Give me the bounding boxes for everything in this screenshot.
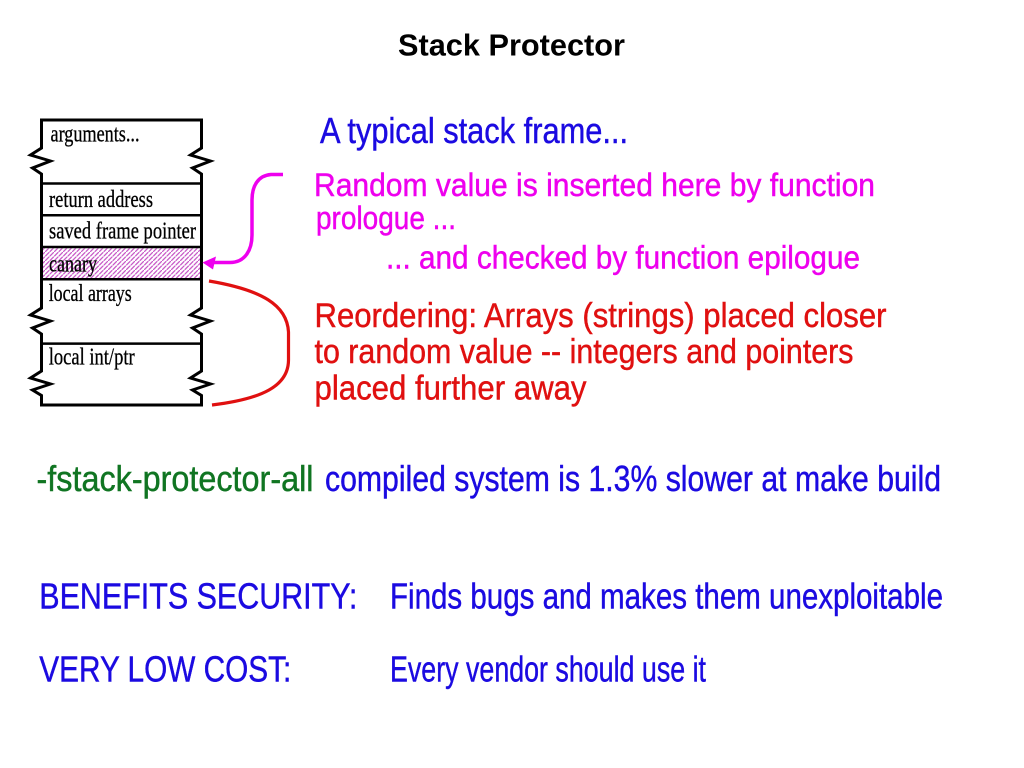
svg-text:VERY LOW COST:: VERY LOW COST: [39,649,291,690]
svg-text:Random value is inserted here: Random value is inserted here by functio… [314,167,875,203]
svg-text:placed further away: placed further away [315,370,587,408]
svg-text:BENEFITS SECURITY:: BENEFITS SECURITY: [39,576,357,617]
svg-text:local int/ptr: local int/ptr [49,345,135,371]
svg-text:saved frame pointer: saved frame pointer [49,219,196,245]
svg-text:prologue ...: prologue ... [316,200,456,236]
svg-text:Reordering: Arrays (strings): Reordering: Arrays (strings) placed clos… [315,297,887,335]
svg-text:A typical stack frame...: A typical stack frame... [320,110,628,151]
svg-text:to random value -- integers an: to random value -- integers and pointers [315,333,854,371]
svg-text:local arrays: local arrays [49,281,132,307]
svg-text:-fstack-protector-all: -fstack-protector-all [37,458,314,499]
svg-text:Every vendor should use it: Every vendor should use it [390,649,706,690]
svg-text:... and checked by function ep: ... and checked by function epilogue [386,240,860,276]
svg-text:return address: return address [49,187,153,213]
svg-text:compiled system is 1.3% slower: compiled system is 1.3% slower at make b… [325,458,941,499]
svg-text:arguments...: arguments... [51,121,140,147]
svg-text:Finds bugs and makes them unex: Finds bugs and makes them unexploitable [390,576,943,617]
svg-text:canary: canary [49,252,97,278]
svg-text:Stack Protector: Stack Protector [398,28,625,63]
